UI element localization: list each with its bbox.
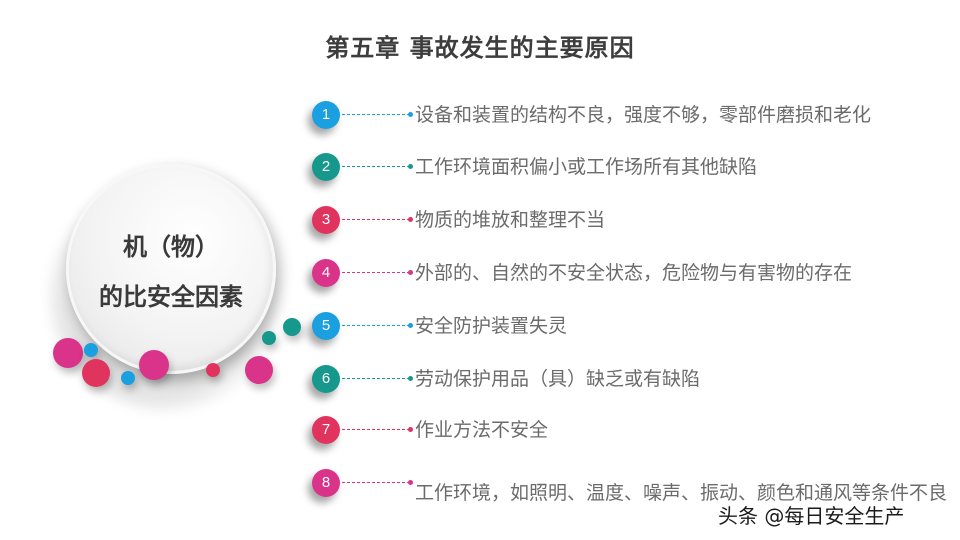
center-line-1: 机（物） — [123, 233, 219, 261]
number-badge: 1 — [312, 101, 340, 129]
item-text: 劳动保护用品（具）缺乏或有缺陷 — [415, 368, 701, 390]
dashed-leader-line — [342, 114, 410, 115]
decor-bubble-red — [82, 359, 110, 387]
number-badge: 3 — [312, 206, 340, 234]
item-text: 物质的堆放和整理不当 — [415, 209, 606, 231]
decor-bubble-blue — [121, 371, 135, 385]
decor-bubble-magenta — [139, 350, 169, 380]
decor-bubble-red — [206, 363, 220, 377]
number-badge: 4 — [312, 259, 340, 287]
number-badge: 5 — [312, 312, 340, 340]
center-circle — [66, 164, 276, 374]
dashed-leader-line — [342, 219, 410, 220]
number-badge: 2 — [312, 153, 340, 181]
leader-dot — [408, 480, 413, 485]
leader-dot — [408, 270, 413, 275]
number-badge: 7 — [312, 416, 340, 444]
item-text: 作业方法不安全 — [415, 419, 549, 441]
number-badge: 8 — [312, 469, 340, 497]
leader-dot — [408, 164, 413, 169]
decor-bubble-magenta — [245, 356, 273, 384]
item-text: 外部的、自然的不安全状态，危险物与有害物的存在 — [415, 262, 853, 284]
decor-bubble-blue — [84, 343, 98, 357]
number-badge: 6 — [312, 365, 340, 393]
dashed-leader-line — [342, 325, 410, 326]
leader-dot — [408, 217, 413, 222]
decor-bubble-teal — [283, 318, 301, 336]
item-text: 工作环境，如照明、温度、噪声、振动、颜色和通风等条件不良 — [415, 482, 948, 504]
leader-dot — [408, 376, 413, 381]
item-text: 设备和装置的结构不良，强度不够，零部件磨损和老化 — [415, 104, 872, 126]
center-circle-text: 机（物） 的比安全因素 — [66, 222, 276, 322]
item-text: 安全防护装置失灵 — [415, 315, 568, 337]
item-text: 工作环境面积偏小或工作场所有其他缺陷 — [415, 156, 758, 178]
decor-bubble-teal — [262, 331, 276, 345]
dashed-leader-line — [342, 272, 410, 273]
watermark: 头条 @每日安全生产 — [718, 504, 905, 528]
leader-dot — [408, 323, 413, 328]
leader-dot — [408, 427, 413, 432]
dashed-leader-line — [342, 166, 410, 167]
dashed-leader-line — [342, 482, 410, 483]
dashed-leader-line — [342, 429, 410, 430]
decor-bubble-magenta — [53, 338, 83, 368]
leader-dot — [408, 112, 413, 117]
center-line-2: 的比安全因素 — [99, 283, 243, 311]
slide-title: 第五章 事故发生的主要原因 — [325, 34, 635, 62]
dashed-leader-line — [342, 378, 410, 379]
